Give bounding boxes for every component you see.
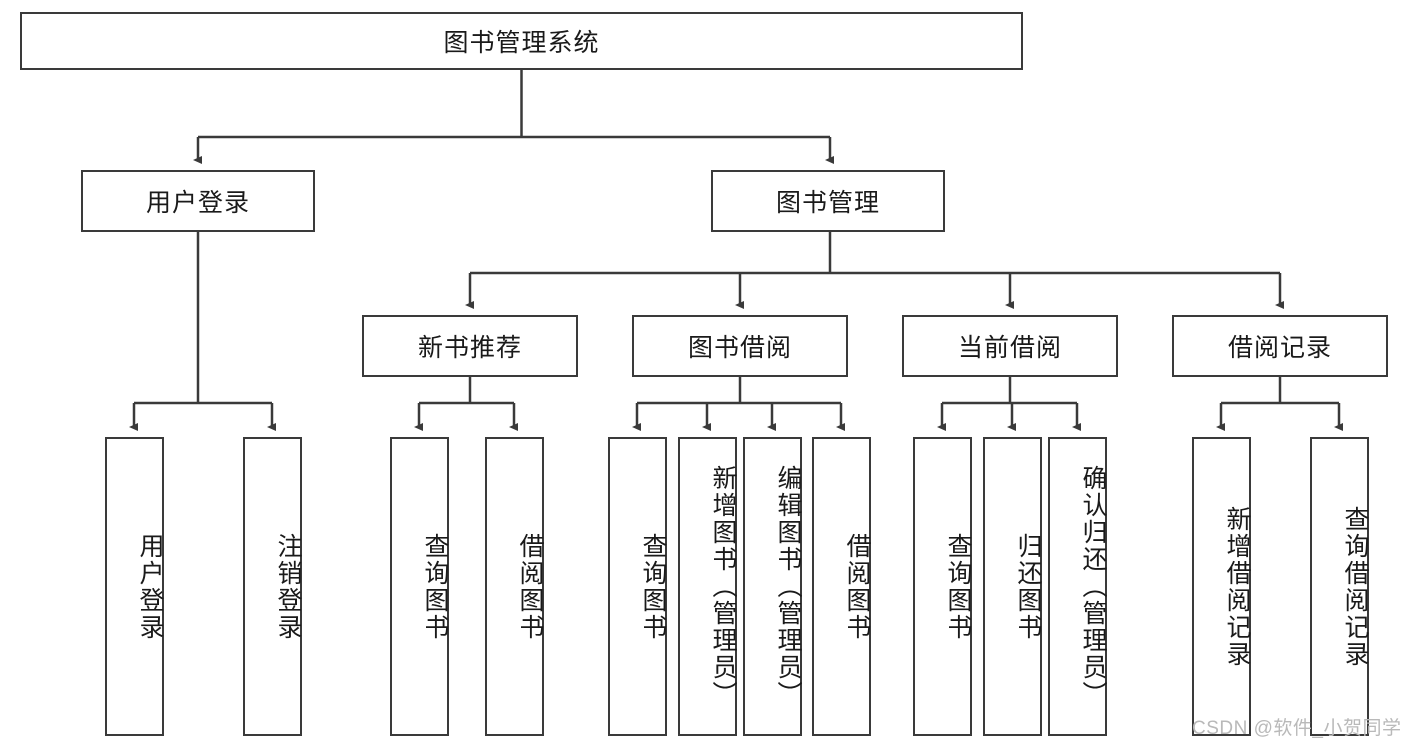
leaf-node-label: 用户登录 <box>136 532 164 641</box>
node-current-borrow[interactable]: 当前借阅 <box>902 315 1118 377</box>
leaf-node[interactable]: 归还图书 <box>983 437 1042 736</box>
leaf-node[interactable]: 借阅图书 <box>812 437 871 736</box>
leaf-node[interactable]: 用户登录 <box>105 437 164 736</box>
node-borrow-record-label: 借阅记录 <box>1227 334 1332 362</box>
leaf-node-label: 注销登录 <box>274 532 302 641</box>
leaf-node-label: 新增图书（管理员） <box>709 465 737 708</box>
leaf-node[interactable]: 查询图书 <box>608 437 667 736</box>
node-book-borrow[interactable]: 图书借阅 <box>632 315 848 377</box>
node-root[interactable]: 图书管理系统 <box>20 12 1023 70</box>
leaf-node-label: 借阅图书 <box>516 532 544 641</box>
leaf-node-label: 查询图书 <box>421 532 449 641</box>
node-borrow-record[interactable]: 借阅记录 <box>1172 315 1388 377</box>
leaf-node-label: 查询借阅记录 <box>1341 505 1369 668</box>
leaf-node[interactable]: 查询借阅记录 <box>1310 437 1369 736</box>
leaf-node[interactable]: 注销登录 <box>243 437 302 736</box>
node-user-login-label: 用户登录 <box>145 189 250 217</box>
node-book-management-label: 图书管理 <box>775 189 880 217</box>
node-current-borrow-label: 当前借阅 <box>957 334 1062 362</box>
node-book-borrow-label: 图书借阅 <box>687 334 792 362</box>
leaf-node[interactable]: 编辑图书（管理员） <box>743 437 802 736</box>
leaf-node[interactable]: 借阅图书 <box>485 437 544 736</box>
leaf-node[interactable]: 查询图书 <box>390 437 449 736</box>
leaf-node-label: 新增借阅记录 <box>1223 505 1251 668</box>
node-root-label: 图书管理系统 <box>443 29 600 57</box>
leaf-node-label: 查询图书 <box>639 532 667 641</box>
node-user-login[interactable]: 用户登录 <box>81 170 315 232</box>
node-book-management[interactable]: 图书管理 <box>711 170 945 232</box>
leaf-node[interactable]: 查询图书 <box>913 437 972 736</box>
node-new-book-recommend-label: 新书推荐 <box>417 334 522 362</box>
watermark: CSDN @软件_小贺同学 <box>1192 718 1402 739</box>
leaf-node-label: 编辑图书（管理员） <box>774 465 802 708</box>
node-new-book-recommend[interactable]: 新书推荐 <box>362 315 578 377</box>
leaf-node-label: 归还图书 <box>1014 532 1042 641</box>
leaf-node-label: 借阅图书 <box>843 532 871 641</box>
leaf-node-label: 确认归还（管理员） <box>1079 465 1107 708</box>
leaf-node[interactable]: 确认归还（管理员） <box>1048 437 1107 736</box>
leaf-node[interactable]: 新增借阅记录 <box>1192 437 1251 736</box>
leaf-node-label: 查询图书 <box>944 532 972 641</box>
leaf-node[interactable]: 新增图书（管理员） <box>678 437 737 736</box>
